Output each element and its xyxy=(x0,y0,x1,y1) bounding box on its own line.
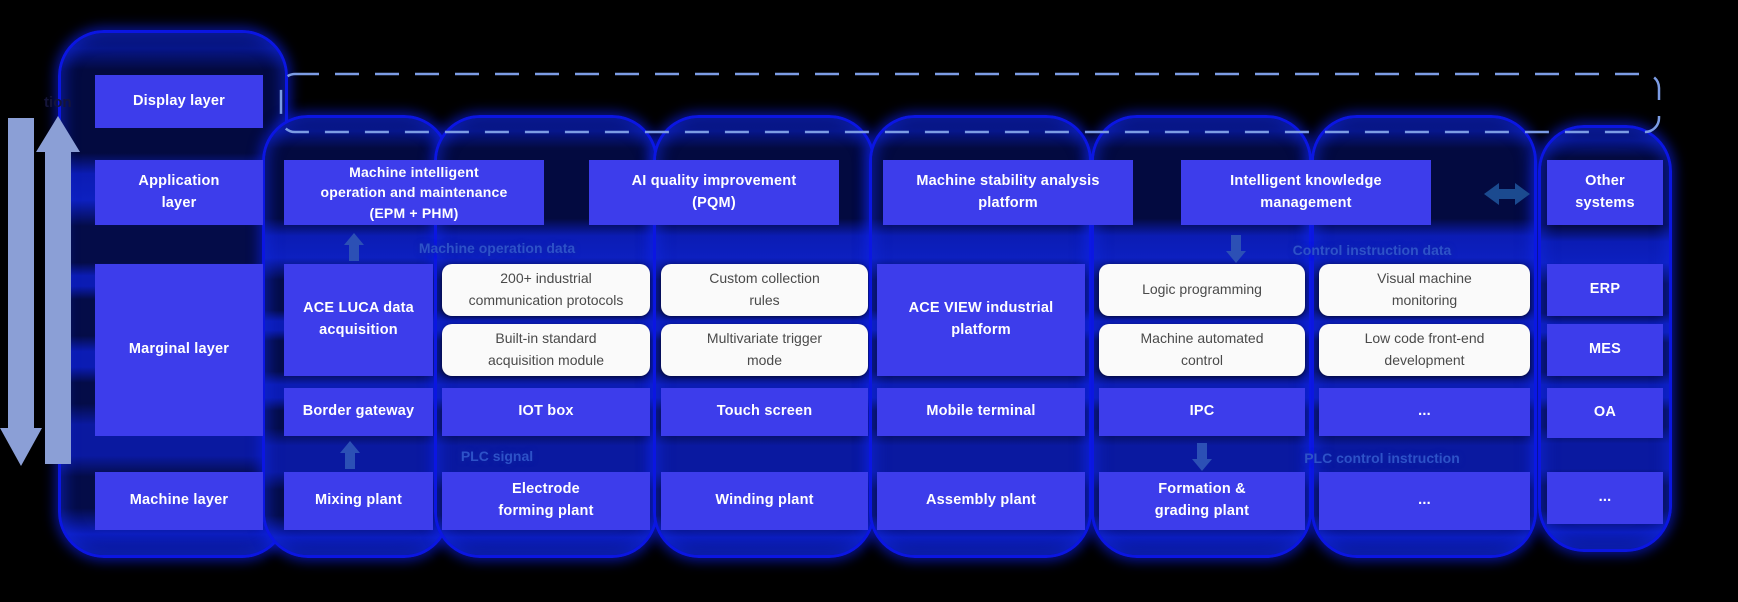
mes-box: MES xyxy=(1547,324,1663,376)
control-instruction-data-arrow-down xyxy=(1226,235,1246,263)
down-arrow-head xyxy=(0,428,42,466)
border-gateway-box: Border gateway xyxy=(284,388,433,436)
automated-control-box: Machine automated control xyxy=(1099,324,1305,376)
cut-label-fragment: tion xyxy=(44,94,72,111)
winding-plant-box: Winding plant xyxy=(661,472,868,530)
plc-signal-label: PLC signal xyxy=(460,448,534,464)
visual-monitoring-box: Visual machine monitoring xyxy=(1319,264,1530,316)
low-code-box: Low code front-end development xyxy=(1319,324,1530,376)
up-arrow-shaft xyxy=(45,150,71,464)
plc-control-instruction-label: PLC control instruction xyxy=(1304,450,1460,466)
external-ellipsis-bottom-box: ... xyxy=(1547,472,1663,524)
plc-signal-arrow-up xyxy=(340,441,360,469)
mixing-plant-box: Mixing plant xyxy=(284,472,433,530)
electrode-plant-box: Electrode forming plant xyxy=(442,472,650,530)
multivariate-box: Multivariate trigger mode xyxy=(661,324,868,376)
display-layer-box: Display layer xyxy=(95,75,263,128)
other-systems-box: Other systems xyxy=(1547,160,1663,225)
machine-ellipsis-box: ... xyxy=(1319,472,1530,530)
formation-grading-box: Formation & grading plant xyxy=(1099,472,1305,530)
plc-control-arrow-down xyxy=(1192,443,1212,471)
marginal-layer-box: Marginal layer xyxy=(95,264,263,436)
dashed-display-band xyxy=(279,72,1661,134)
ipc-box: IPC xyxy=(1099,388,1305,436)
mobile-terminal-box: Mobile terminal xyxy=(877,388,1085,436)
pqm-box: AI quality improvement (PQM) xyxy=(589,160,839,225)
erp-box: ERP xyxy=(1547,264,1663,316)
application-layer-box: Application layer xyxy=(95,160,263,225)
builtin-module-box: Built-in standard acquisition module xyxy=(442,324,650,376)
assembly-plant-box: Assembly plant xyxy=(877,472,1085,530)
epm-phm-box: Machine intelligent operation and mainte… xyxy=(284,160,544,225)
down-arrow-shaft xyxy=(8,118,34,430)
machine-layer-box: Machine layer xyxy=(95,472,263,530)
touch-screen-box: Touch screen xyxy=(661,388,868,436)
ace-luca-box: ACE LUCA data acquisition xyxy=(284,264,433,376)
device-ellipsis-box: ... xyxy=(1319,388,1530,436)
machine-operation-data-arrow-up xyxy=(344,233,364,261)
iot-box: IOT box xyxy=(442,388,650,436)
protocols-box: 200+ industrial communication protocols xyxy=(442,264,650,316)
bidirectional-link-arrow xyxy=(1484,183,1530,205)
knowledge-management-box: Intelligent knowledge management xyxy=(1181,160,1431,225)
control-instruction-data-label: Control instruction data xyxy=(1292,242,1452,258)
oa-box: OA xyxy=(1547,388,1663,438)
custom-rules-box: Custom collection rules xyxy=(661,264,868,316)
machine-operation-data-label: Machine operation data xyxy=(418,240,576,256)
ace-view-box: ACE VIEW industrial platform xyxy=(877,264,1085,376)
stability-platform-box: Machine stability analysis platform xyxy=(883,160,1133,225)
logic-programming-box: Logic programming xyxy=(1099,264,1305,316)
up-arrow-head xyxy=(36,116,80,152)
data-flow-arrows xyxy=(0,116,80,466)
